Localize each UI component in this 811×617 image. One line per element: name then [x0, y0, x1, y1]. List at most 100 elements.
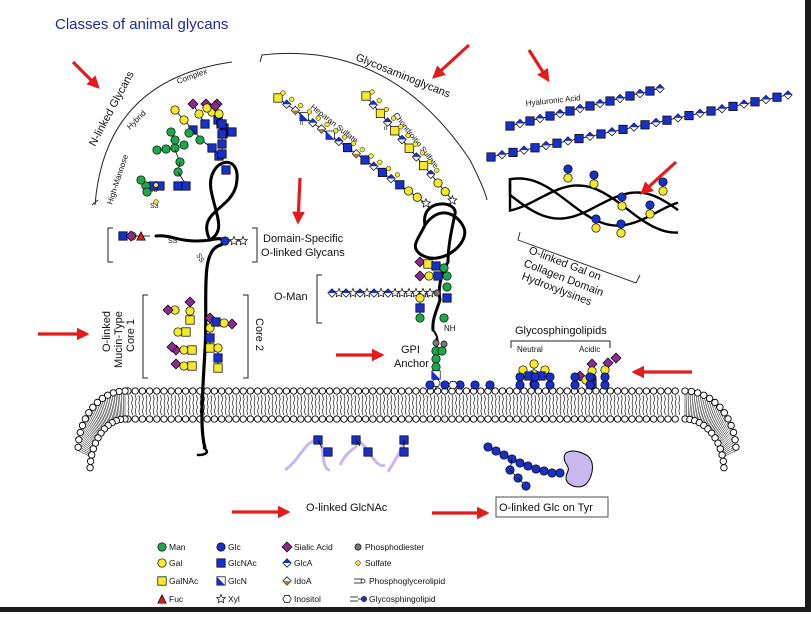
gal-symbol [180, 116, 188, 124]
glc-symbol [531, 373, 539, 381]
glca-symbol [576, 104, 584, 112]
glcnac-symbol [626, 92, 634, 100]
glc-symbol [516, 459, 524, 467]
sulfate-symbol [360, 147, 365, 152]
glc-symbol [592, 215, 600, 223]
xyl-symbol [422, 199, 431, 207]
glca-symbol [762, 95, 770, 103]
sulfate-symbol [369, 154, 374, 159]
man-symbol [432, 363, 440, 371]
glcnac-symbol [416, 304, 424, 312]
man-symbol [153, 146, 161, 154]
galnac-symbol [274, 94, 282, 102]
glcn-symbol [217, 577, 225, 585]
complex-label: Complex [176, 67, 209, 86]
glc-symbol [500, 451, 508, 459]
gal-symbol [592, 224, 600, 232]
glca-symbol [556, 109, 564, 117]
glc-symbol [516, 373, 524, 381]
glca-symbol [387, 174, 395, 182]
glcnac-symbol [685, 111, 693, 119]
sulfate-symbol [154, 200, 159, 205]
glc-symbol [564, 165, 572, 173]
glc-symbol [571, 373, 579, 381]
glcnac-symbol [663, 116, 671, 124]
sialic-symbol [282, 542, 292, 552]
galnac-symbol [206, 344, 214, 352]
glca-symbol [616, 94, 624, 102]
gal-symbol [174, 328, 182, 336]
domain-specific-label-2: O-linked Glycans [261, 247, 345, 259]
man-symbol [440, 314, 448, 322]
glca-symbol [586, 132, 594, 140]
legend-item-galnac: GalNAc [158, 576, 199, 586]
glca-symbol [309, 119, 317, 127]
glcnac-symbol [443, 294, 451, 302]
galnac-symbol [419, 161, 427, 169]
glc-symbol [221, 237, 229, 245]
gal-symbol [646, 210, 654, 218]
hyaluronic-acid-chains [487, 84, 792, 161]
gal-symbol [618, 202, 626, 210]
glcnac-symbol [546, 112, 554, 120]
glca-symbol [536, 114, 544, 122]
glcnac-symbol [182, 182, 190, 190]
glcnac-symbol [432, 262, 440, 270]
galnac-symbol [405, 144, 413, 152]
legend-label: GalNAc [169, 576, 199, 586]
man-symbol [162, 145, 170, 153]
glc-symbol [571, 381, 579, 389]
glcnac-symbol [218, 150, 226, 158]
o-man-bracket [317, 275, 322, 323]
man-symbol [171, 136, 179, 144]
legend-label: Phosphoglycerolipid [369, 576, 445, 586]
sulfate-symbol [281, 91, 286, 96]
glc-symbol [590, 171, 598, 179]
glc-symbol [556, 469, 564, 477]
gsl-acidic-label: Acidic [579, 345, 600, 354]
legend-label: Phosphodiester [365, 542, 424, 552]
gal-symbol [441, 188, 449, 196]
glcnac-symbol [575, 134, 583, 142]
glcnac-symbol [378, 168, 386, 176]
mucin-label-2: Mucin-Type [113, 311, 125, 368]
collagen-helix [510, 165, 678, 237]
fuc-symbol [158, 595, 166, 603]
glca-symbol [328, 289, 336, 297]
man-symbol [196, 136, 204, 144]
glcnac-symbol [506, 122, 514, 130]
gal-symbol [195, 110, 203, 118]
legend-label: GlcNAc [228, 558, 258, 568]
xyl-symbol [398, 288, 407, 296]
glca-symbol [356, 289, 364, 297]
gal-symbol [215, 110, 223, 118]
high-mannose-label: High-Mannose [105, 153, 130, 206]
glca-symbol [384, 289, 392, 297]
legend-item-fuc: Fuc [158, 594, 184, 604]
gal-symbol [214, 344, 222, 352]
galnac-symbol [362, 92, 370, 100]
legend-label: Inositol [294, 594, 321, 604]
hyaluronic-label: Hyaluronic Acid [525, 93, 581, 108]
red-arrow-4 [642, 162, 676, 193]
sulfate-symbol [434, 168, 439, 173]
legend-item-sialic-acid: Sialic Acid [282, 542, 333, 552]
domain-bracket-right [252, 228, 257, 262]
mucin-label-1: O-linked [101, 311, 113, 352]
galnac-symbol [188, 362, 196, 370]
sulfate-symbol [316, 116, 321, 121]
sialic-symbol [227, 319, 237, 329]
glcnac-symbol [531, 144, 539, 152]
glca-symbol [283, 100, 291, 108]
glcnac-symbol [400, 448, 408, 456]
sialic-symbol [163, 305, 173, 315]
sulfate-symbol [384, 107, 389, 112]
legend-label: Gal [169, 558, 182, 568]
glcnac-symbol [364, 448, 372, 456]
legend-item-glcnac: GlcNAc [217, 558, 258, 568]
gal-symbol [416, 294, 424, 302]
glc-symbol [522, 482, 530, 490]
o-glcnac-label: O-linked GlcNAc [306, 502, 388, 514]
red-arrow-3 [529, 50, 548, 80]
sulfate-symbol [325, 122, 330, 127]
